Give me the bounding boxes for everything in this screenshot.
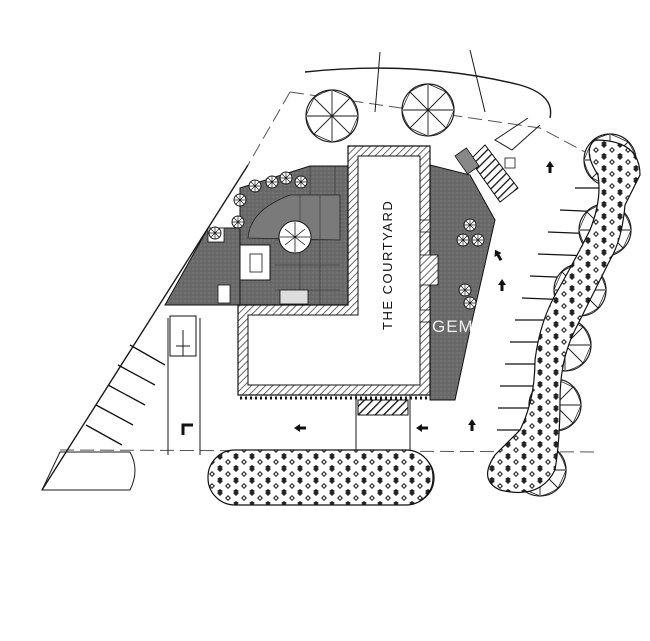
building-label: THE COURTYARD	[380, 200, 395, 330]
watermark-text: GEM	[432, 317, 474, 336]
street-curve	[304, 49, 552, 151]
west-walkway	[167, 315, 201, 455]
entry-ramp	[454, 144, 519, 203]
parking-stall-icon	[85, 344, 166, 446]
traffic-arrow-icon	[181, 161, 554, 435]
south-hedge	[207, 449, 434, 506]
hedge-icon	[487, 139, 641, 494]
courtyard-tree-icon	[278, 220, 312, 254]
building-footprint	[237, 145, 439, 396]
tree-canopy-icon	[305, 83, 455, 143]
south-entry-ramp	[355, 395, 411, 450]
